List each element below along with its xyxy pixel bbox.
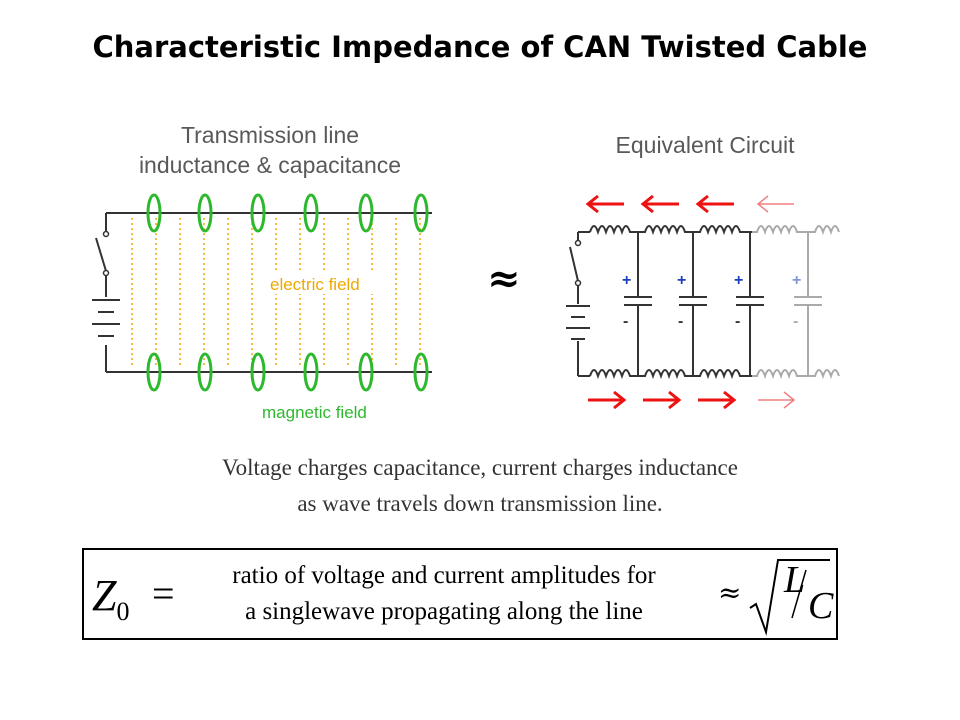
ratio-line-1: ratio of voltage and current amplitudes … — [232, 562, 656, 589]
ratio-line-2: a singlewave propagating along the line — [245, 598, 643, 625]
inductors-bottom — [589, 369, 840, 380]
electric-field-label: electric field — [270, 275, 360, 294]
current-arrows-top — [585, 194, 794, 214]
minus-sign: - — [735, 313, 740, 330]
plus-sign: + — [734, 272, 743, 289]
minus-sign: - — [623, 313, 628, 330]
approx-sign: ≈ — [718, 576, 742, 609]
inductors-top — [589, 225, 840, 236]
transmission-line-diagram: electric field magnetic field — [92, 193, 432, 422]
magnetic-field-loops-bottom — [146, 352, 429, 392]
capacitors — [624, 232, 822, 376]
description-text: Voltage charges capacitance, current cha… — [60, 450, 900, 522]
plus-sign: + — [622, 272, 631, 289]
equals-sign: = — [152, 571, 175, 616]
minus-sign: - — [793, 313, 798, 330]
z0-symbol: Z0 — [92, 570, 129, 627]
transmission-line-caption: Transmission line inductance & capacitan… — [60, 120, 480, 180]
inductance-symbol: L — [784, 559, 806, 601]
z-subscript: 0 — [116, 596, 130, 626]
minus-sign: - — [678, 313, 683, 330]
slide-title: Characteristic Impedance of CAN Twisted … — [92, 30, 868, 64]
plus-sign: + — [792, 272, 801, 289]
ratio-definition: ratio of voltage and current amplitudes … — [184, 558, 704, 630]
capacitance-symbol: C — [808, 585, 834, 627]
square-root-sign — [749, 559, 830, 636]
approximately-equal-symbol: ≈ — [487, 255, 521, 302]
description-line-2: as wave travels down transmission line. — [297, 491, 663, 516]
z-letter: Z — [92, 571, 117, 620]
impedance-formula-box: Z0 = ratio of voltage and current amplit… — [82, 548, 838, 640]
caption-line-2: inductance & capacitance — [138, 152, 402, 178]
plus-sign: + — [677, 272, 686, 289]
magnetic-field-label: magnetic field — [262, 403, 367, 422]
description-line-1: Voltage charges capacitance, current cha… — [222, 455, 738, 480]
equivalent-circuit-diagram: + + + + - - - - — [566, 194, 840, 410]
equivalent-circuit-caption: Equivalent Circuit — [615, 132, 795, 158]
current-arrows-bottom — [588, 390, 796, 410]
capacitor-charge-signs: + + + + - - - - — [622, 272, 801, 330]
caption-line-1: Transmission line — [180, 122, 360, 148]
magnetic-field-loops-top — [146, 193, 429, 233]
